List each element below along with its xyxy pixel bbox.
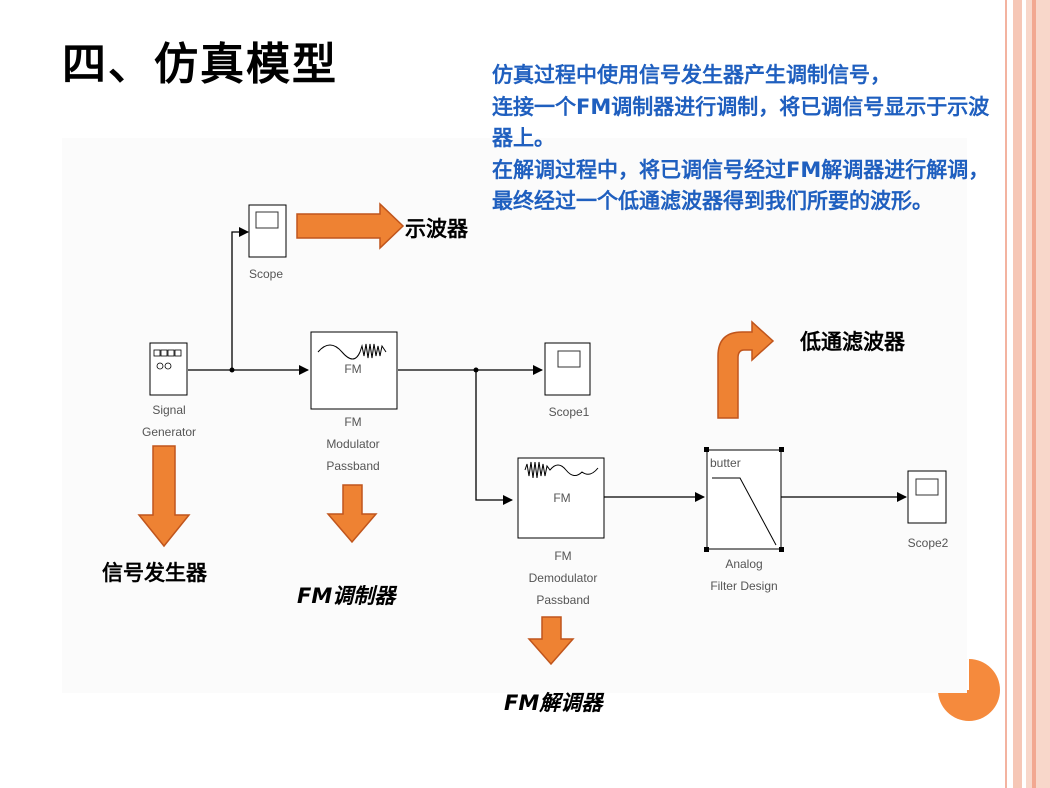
arrow-down-signal-generator bbox=[137, 445, 191, 548]
arrow-right-scope bbox=[296, 202, 405, 250]
scope1-block bbox=[544, 342, 591, 396]
branch-point-2 bbox=[473, 367, 479, 373]
callout-arrows bbox=[137, 202, 775, 666]
scope2-block bbox=[907, 470, 947, 524]
scope-label: Scope bbox=[248, 267, 284, 281]
signal-lines bbox=[188, 227, 907, 505]
signal-generator-label: Signal Generator bbox=[141, 403, 197, 439]
fm-demodulator-block bbox=[517, 457, 605, 539]
signal-generator-block bbox=[149, 342, 188, 396]
simulink-model-canvas bbox=[62, 138, 967, 693]
scope1-label: Scope1 bbox=[548, 405, 590, 419]
description-text: 仿真过程中使用信号发生器产生调制信号， 连接一个FM调制器进行调制，将已调信号显… bbox=[492, 63, 990, 213]
decor-stripe-4 bbox=[1032, 0, 1036, 788]
scope2-label: Scope2 bbox=[907, 536, 949, 550]
arrow-down-fm-demodulator bbox=[527, 616, 575, 666]
callout-lowpass-filter: 低通滤波器 bbox=[800, 330, 905, 354]
fm-demodulator-label: FM Demodulator Passband bbox=[528, 549, 598, 607]
arrow-down-fm-modulator bbox=[326, 484, 378, 544]
callout-fm-modulator: FM调制器 bbox=[297, 584, 396, 608]
arrow-bent-filter bbox=[717, 320, 775, 419]
callout-scope: 示波器 bbox=[405, 217, 468, 241]
fm-modulator-inner-label: FM bbox=[344, 362, 362, 376]
decor-stripe-2 bbox=[1013, 0, 1022, 788]
fm-modulator-label: FM Modulator Passband bbox=[326, 415, 380, 473]
branch-point-1 bbox=[229, 367, 235, 373]
callout-signal-generator: 信号发生器 bbox=[102, 561, 207, 585]
fm-modulator-block bbox=[310, 331, 398, 410]
fm-demodulator-inner-label: FM bbox=[553, 491, 571, 505]
slide-title: 四、仿真模型 bbox=[62, 39, 338, 90]
scope-block bbox=[248, 204, 287, 258]
analog-filter-block bbox=[704, 447, 784, 552]
decor-stripe-1 bbox=[1005, 0, 1007, 788]
analog-filter-label: Analog Filter Design bbox=[710, 557, 778, 593]
decor-stripe-3 bbox=[1026, 0, 1050, 788]
callout-fm-demodulator: FM解调器 bbox=[504, 691, 603, 715]
analog-filter-inner-label: butter bbox=[710, 456, 741, 470]
